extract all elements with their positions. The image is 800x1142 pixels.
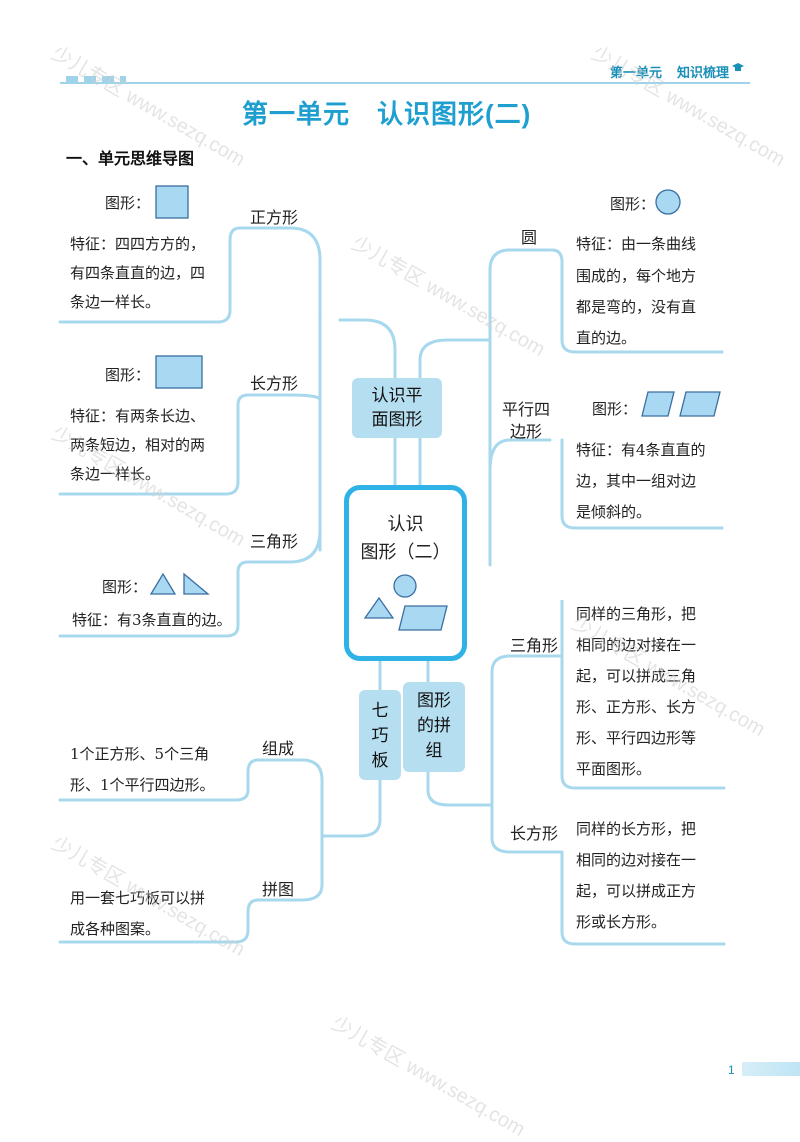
header-line — [60, 82, 750, 84]
branch-parallelogram-line2: 边形 — [510, 424, 543, 441]
node-plane-shapes: 认识平 面图形 — [352, 378, 442, 438]
triangle-feature-1: 特征：有3条直直的边。 — [72, 611, 232, 629]
para-feature-3: 是倾斜的。 — [576, 503, 652, 521]
circle-feature-3: 都是弯的，没有直 — [576, 298, 697, 316]
circle-shape-icon — [655, 189, 681, 215]
compose-line-1: 1个正方形、5个三角 — [70, 745, 210, 763]
comb-tri-line-4: 形、正方形、长方 — [576, 698, 697, 716]
node-tangram-line2: 巧 — [371, 726, 389, 745]
comb-tri-line-6: 平面图形。 — [576, 760, 652, 778]
puzzle-line-2: 成各种图案。 — [70, 920, 161, 938]
comb-rect-line-4: 形或长方形。 — [576, 913, 667, 931]
circle-feature-2: 围成的，每个地方 — [576, 267, 697, 285]
branch-circle: 圆 — [521, 230, 538, 247]
para-shape-label: 图形： — [592, 400, 638, 418]
node-plane-line2: 面图形 — [371, 410, 423, 429]
rect-feature-3: 条边一样长。 — [70, 465, 161, 483]
node-combine-line1: 图形 — [417, 691, 451, 710]
page-number: 1 — [728, 1063, 735, 1077]
rect-feature-2: 两条短边，相对的两 — [70, 436, 206, 454]
header-topic: 知识梳理 — [677, 65, 730, 80]
branch-compose: 组成 — [262, 741, 295, 758]
branch-combine-triangle: 三角形 — [510, 638, 559, 655]
circle-feature-1: 特征：由一条曲线 — [576, 235, 697, 253]
center-title-line1: 认识 — [387, 514, 424, 534]
puzzle-line-1: 用一套七巧板可以拼 — [70, 889, 206, 907]
footer-bar — [742, 1062, 800, 1076]
comb-tri-line-3: 起，可以拼成三角 — [576, 667, 697, 685]
node-combine-line2: 的拼 — [417, 716, 451, 735]
triangle-shape-icon — [150, 572, 210, 595]
center-node: 认识 图形（二） — [344, 485, 467, 661]
node-plane-line1: 认识平 — [371, 386, 423, 405]
para-feature-2: 边，其中一组对边 — [576, 472, 697, 490]
node-combine: 图形 的拼 组 — [403, 682, 465, 772]
graduation-cap-icon — [731, 60, 745, 74]
branch-combine-rectangle: 长方形 — [510, 826, 559, 843]
header-unit: 第一单元 — [610, 65, 663, 80]
comb-tri-line-1: 同样的三角形，把 — [576, 605, 697, 623]
comb-rect-line-1: 同样的长方形，把 — [576, 820, 697, 838]
center-title-line2: 图形（二） — [360, 542, 451, 562]
para-feature-1: 特征：有4条直直的 — [576, 441, 706, 459]
square-feature-2: 有四条直直的边，四 — [70, 264, 206, 282]
square-feature-3: 条边一样长。 — [70, 293, 161, 311]
branch-puzzle: 拼图 — [262, 882, 295, 899]
square-shape-label: 图形： — [105, 194, 151, 212]
header-bar — [60, 76, 750, 84]
node-tangram-line3: 板 — [371, 751, 389, 770]
node-combine-line3: 组 — [425, 741, 443, 760]
header-dots — [66, 76, 126, 82]
circle-shape-label: 图形： — [610, 195, 656, 213]
rect-feature-1: 特征：有两条长边、 — [70, 407, 206, 425]
page-title: 第一单元 认识图形(二) — [242, 99, 532, 129]
section-heading: 一、单元思维导图 — [66, 151, 195, 168]
square-feature-1: 特征：四四方方的， — [70, 235, 206, 253]
circle-feature-4: 直的边。 — [576, 329, 637, 347]
node-tangram: 七 巧 板 — [359, 690, 401, 780]
branch-square: 正方形 — [250, 210, 299, 227]
shapes-icon — [363, 574, 448, 631]
node-tangram-line1: 七 — [371, 701, 389, 720]
comb-tri-line-2: 相同的边对接在一 — [576, 636, 697, 654]
comb-tri-line-5: 形、平行四边形等 — [576, 729, 697, 747]
triangle-shape-label: 图形： — [102, 578, 148, 596]
comb-rect-line-2: 相同的边对接在一 — [576, 851, 697, 869]
rect-shape-label: 图形： — [105, 366, 151, 384]
parallelogram-shape-icon — [641, 391, 721, 417]
rectangle-shape-icon — [155, 355, 203, 389]
comb-rect-line-3: 起，可以拼成正方 — [576, 882, 697, 900]
compose-line-2: 形、1个平行四边形。 — [70, 776, 215, 794]
branch-rectangle: 长方形 — [250, 376, 299, 393]
square-shape-icon — [155, 185, 189, 219]
branch-triangle: 三角形 — [250, 534, 299, 551]
branch-parallelogram-line1: 平行四 — [502, 402, 551, 419]
